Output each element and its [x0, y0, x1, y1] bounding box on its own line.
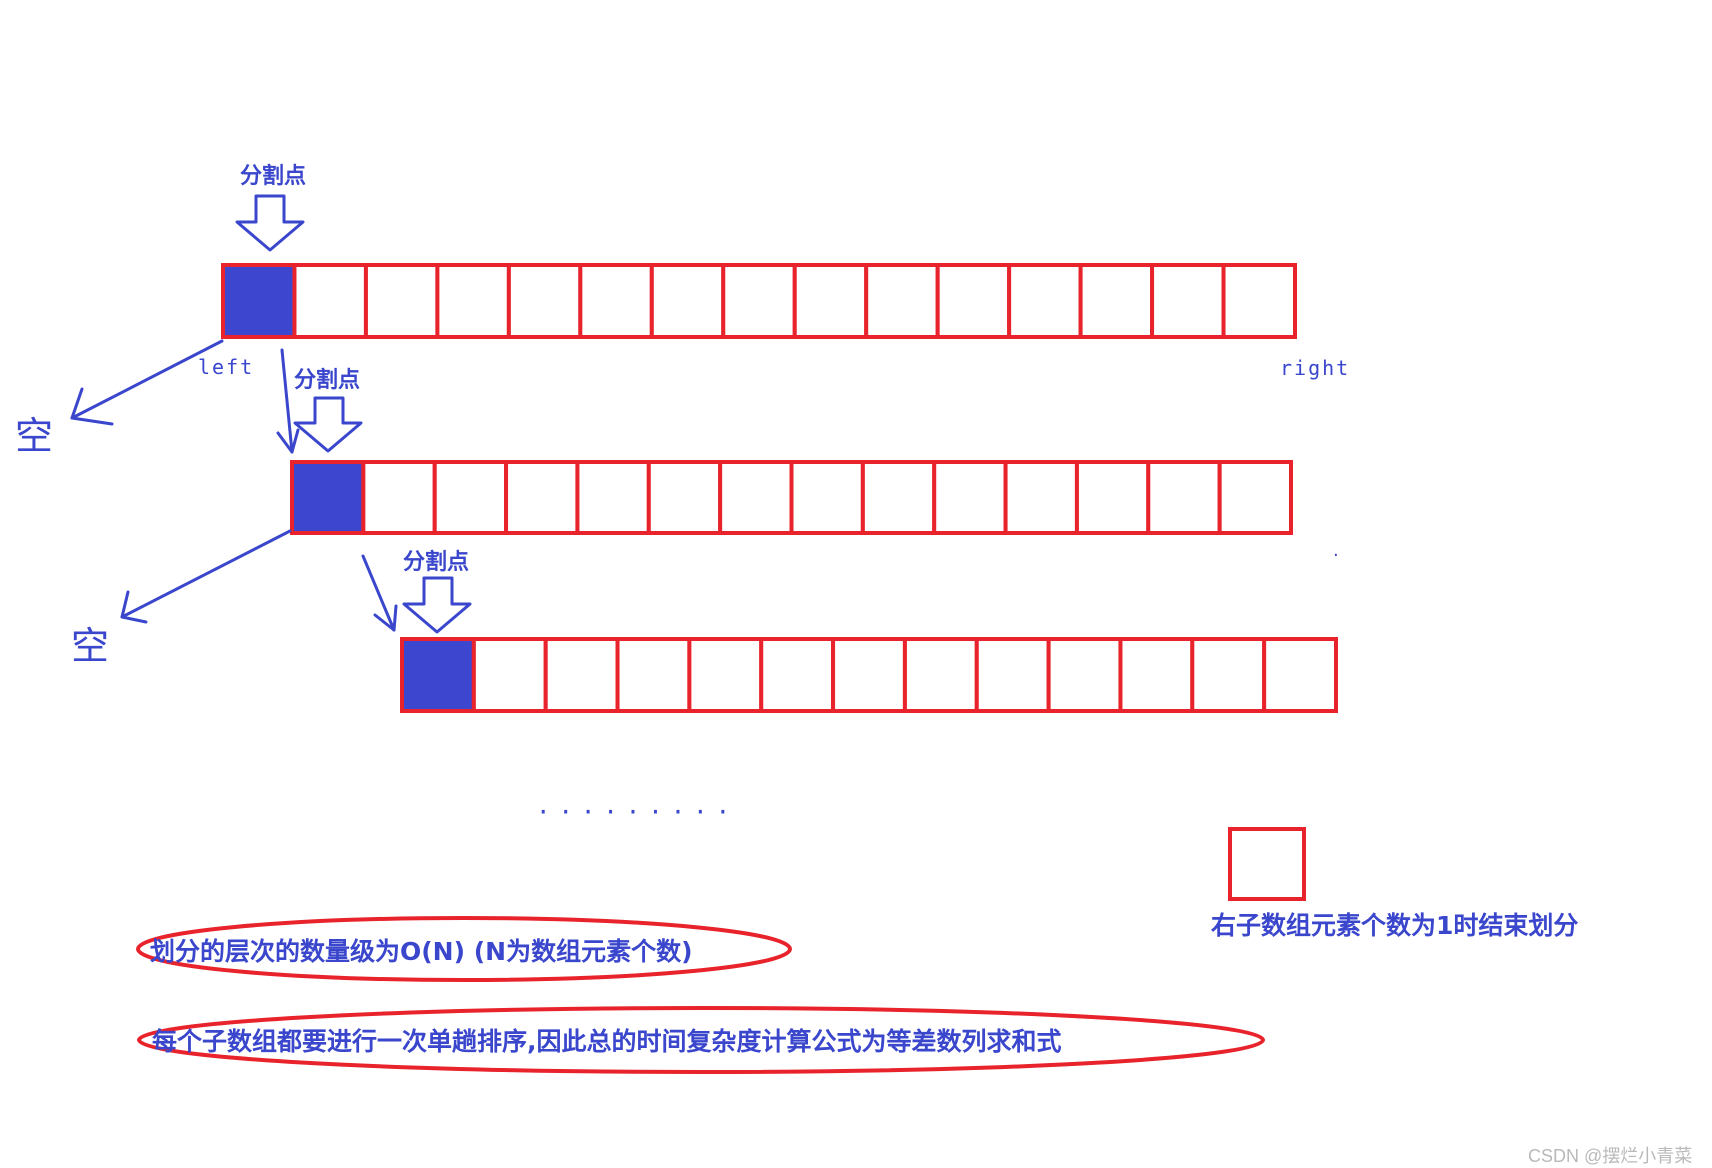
array-cell [831, 637, 907, 713]
left-partition-arrow-icon [70, 387, 114, 426]
empty-partition-label-2: 空 [71, 624, 110, 668]
array-cell [1190, 637, 1267, 713]
array-cell [932, 460, 1008, 535]
array-row-2 [290, 460, 1293, 535]
ellipsis-dots: ········· [536, 798, 739, 826]
array-cell [1217, 460, 1293, 535]
array-cell [615, 637, 692, 713]
array-cell [974, 637, 1051, 713]
array-cell [432, 460, 509, 535]
caption-ellipse-levels [136, 916, 792, 982]
left-partition-arrow-icon [120, 529, 292, 619]
right-partition-arrow-icon [373, 604, 398, 632]
array-cell [1078, 263, 1155, 339]
array-cell [1221, 263, 1297, 339]
array-cell [363, 263, 440, 339]
array-cell [864, 263, 940, 339]
left-partition-arrow-icon [120, 590, 148, 624]
pivot-arrow-icon [235, 194, 305, 252]
array-cell [759, 637, 836, 713]
array-cell [1074, 460, 1151, 535]
array-row-3 [400, 637, 1338, 713]
left-index-label: left [198, 355, 255, 379]
array-cell [575, 460, 651, 535]
pivot-label-1: 分割点 [240, 164, 307, 189]
array-cell [578, 263, 654, 339]
array-cell [471, 637, 548, 713]
right-partition-arrow-icon [280, 348, 294, 454]
caption-ellipse-complexity [137, 1006, 1265, 1074]
single-element-box [1228, 827, 1306, 901]
array-cell [361, 460, 437, 535]
array-cell [292, 263, 368, 339]
complexity-caption: 每个子数组都要进行一次单趟排序,因此总的时间复杂度计算公式为等差数列求和式 [152, 1027, 1062, 1056]
array-cell [1007, 263, 1083, 339]
right-index-label: right [1280, 356, 1351, 380]
levels-caption: 划分的层次的数量级为O(N) (N为数组元素个数) [150, 937, 693, 966]
array-cell [687, 637, 764, 713]
array-cell [1003, 460, 1079, 535]
pivot-label-2: 分割点 [294, 368, 361, 393]
right-partition-arrow-icon [361, 554, 396, 632]
array-row-1 [221, 263, 1297, 339]
stray-dot: · [1333, 545, 1339, 566]
array-cell [543, 637, 620, 713]
pivot-arrow-icon [402, 576, 472, 634]
empty-partition-label-1: 空 [15, 414, 54, 458]
array-cell [1150, 263, 1226, 339]
array-cell [718, 460, 794, 535]
array-cell [902, 637, 979, 713]
array-cell [1262, 637, 1338, 713]
array-cell [860, 460, 937, 535]
stop-condition-note: 右子数组元素个数为1时结束划分 [1211, 911, 1579, 940]
array-cell [1146, 460, 1222, 535]
right-partition-arrow-icon [276, 428, 300, 454]
array-cell [435, 263, 511, 339]
array-cell [789, 460, 865, 535]
watermark: CSDN @摆烂小青菜 [1528, 1146, 1693, 1166]
array-cell [649, 263, 726, 339]
array-cell [1046, 637, 1123, 713]
array-cell [646, 460, 723, 535]
array-cell [504, 460, 580, 535]
pivot-cell [290, 460, 366, 535]
left-partition-arrow-icon [70, 339, 224, 420]
array-cell [935, 263, 1012, 339]
pivot-cell [400, 637, 476, 713]
arrays-layer [221, 263, 1338, 713]
pivot-cell [221, 263, 297, 339]
array-cell [792, 263, 869, 339]
pivot-label-3: 分割点 [403, 550, 470, 575]
array-cell [506, 263, 583, 339]
array-cell [721, 263, 797, 339]
pivot-arrow-icon [293, 396, 363, 453]
array-cell [1118, 637, 1195, 713]
arrows-layer [70, 194, 472, 634]
